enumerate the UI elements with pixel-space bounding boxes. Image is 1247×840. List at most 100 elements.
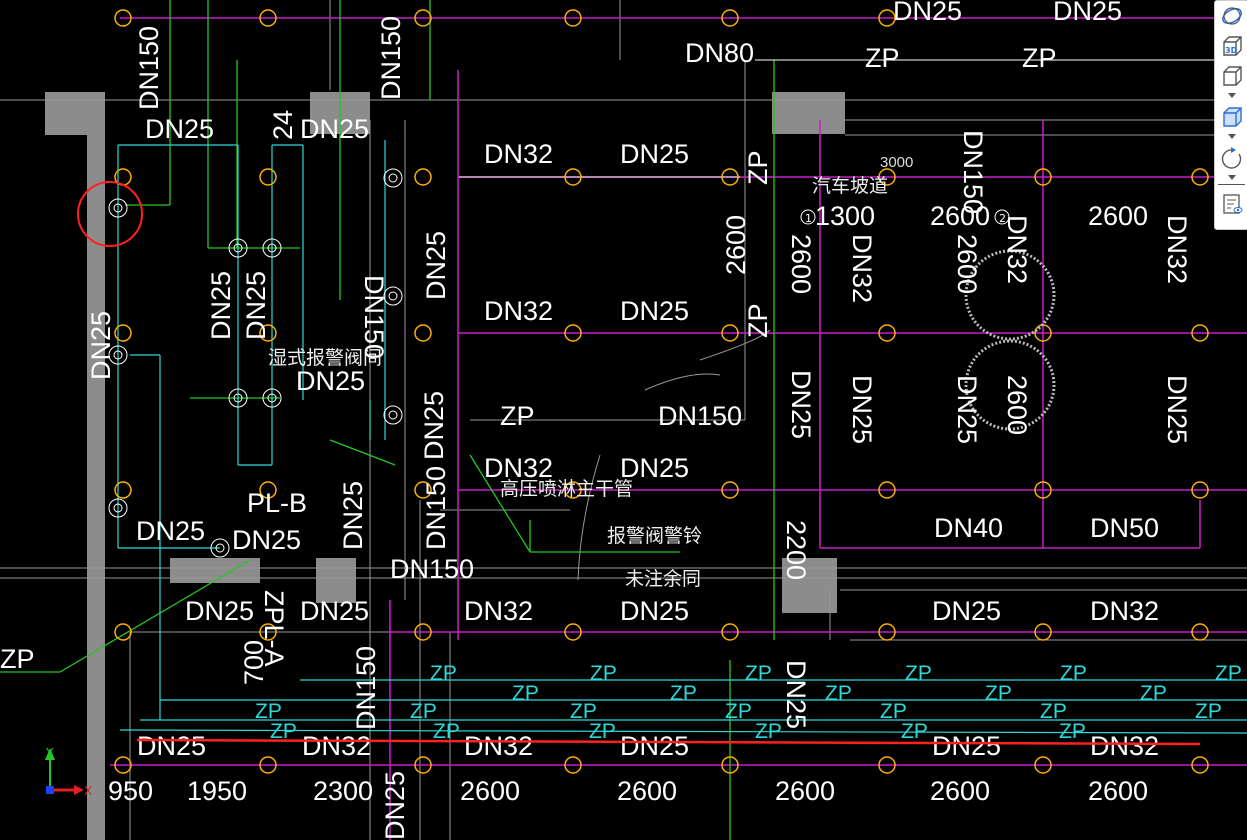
- riser-symbol: [215, 543, 225, 553]
- branch-pipe: [469, 454, 531, 553]
- pipe-tag-label: ZP: [1215, 662, 1242, 685]
- structural-column: [170, 558, 260, 583]
- shaded-cube-icon: [1222, 107, 1242, 127]
- red-revision-circle: [77, 181, 143, 247]
- sprinkler-head: [564, 756, 582, 774]
- pipe-size-label: DN80: [685, 38, 754, 68]
- pipe-tag-label: ZP: [880, 700, 907, 723]
- ucs-icon: Y X: [45, 746, 92, 798]
- sprinkler-head: [1191, 481, 1209, 499]
- dimension-label: 2300: [313, 776, 373, 806]
- dimension-label: 2600: [930, 776, 990, 806]
- sprinkler-head: [1191, 756, 1209, 774]
- 3d-view-button[interactable]: 3D: [1215, 31, 1247, 61]
- door-swing-arc: [644, 373, 721, 391]
- pipe-size-label: DN25: [620, 596, 689, 626]
- riser-symbol: [267, 393, 277, 403]
- sprinkler-head: [414, 324, 432, 342]
- dimension-label: 2600: [1002, 375, 1032, 435]
- riser-symbol: [388, 173, 398, 183]
- sprinkler-head: [564, 168, 582, 186]
- pipe-size-label: DN32: [847, 234, 877, 303]
- orbit-button[interactable]: [1215, 1, 1247, 31]
- dimension-label: 2600: [930, 201, 990, 231]
- sprinkler-head: [721, 9, 739, 27]
- pipe-tag-label: ZP: [500, 401, 535, 431]
- sprinkler-head: [114, 481, 132, 499]
- dimension-label: 2600: [721, 215, 751, 275]
- pipe-tag-label: ZP: [1140, 682, 1167, 705]
- rotate-button[interactable]: [1215, 143, 1247, 173]
- pipe-tag-label: ZP: [0, 644, 35, 674]
- dimension-label: 1950: [187, 776, 247, 806]
- hatched-area: [964, 249, 1056, 341]
- navigation-toolbar: 3D: [1214, 0, 1247, 230]
- pipe-size-label: DN150: [351, 646, 381, 730]
- pipe-size-label: DN32: [302, 731, 371, 761]
- sprinkler-head: [259, 481, 277, 499]
- wireframe-dropdown-arrow[interactable]: [1227, 93, 1236, 98]
- sprinkler-head: [564, 623, 582, 641]
- sprinkler-head: [114, 623, 132, 641]
- dimension-label: 2600: [460, 776, 520, 806]
- structural-column: [772, 92, 845, 134]
- shaded-view-button[interactable]: [1215, 102, 1247, 132]
- structural-column: [782, 558, 837, 613]
- sprinkler-head: [114, 9, 132, 27]
- pipe-size-label: DN150: [658, 401, 742, 431]
- sprinkler-head: [414, 756, 432, 774]
- sprinkler-head: [259, 9, 277, 27]
- pipe-size-label: DN32: [1002, 215, 1032, 284]
- wireframe-cube-icon: [1222, 66, 1242, 86]
- sprinkler-head: [1034, 756, 1052, 774]
- rotate-dropdown-arrow[interactable]: [1227, 175, 1236, 180]
- pipe-tag-label: ZP: [1195, 700, 1222, 723]
- dimension-label: 2200: [781, 520, 811, 580]
- pipe-tag-label: ZP: [825, 682, 852, 705]
- rotate-icon: [1221, 147, 1241, 169]
- pipe-tag-label: ZP: [1059, 720, 1086, 743]
- pipe-size-label: DN25: [296, 366, 365, 396]
- pipe-size-label: DN25: [86, 311, 116, 380]
- pipe-tag-label: ZP: [745, 662, 772, 685]
- ucs-x-label: X: [84, 784, 92, 798]
- pipe-size-label: DN25: [300, 596, 369, 626]
- riser-symbol: [108, 498, 128, 518]
- pipe-size-label: DN40: [934, 513, 1003, 543]
- pipe-tag-label: ZP: [410, 700, 437, 723]
- dimension-label: 2600: [775, 776, 835, 806]
- pipe-tag-label: ZP: [755, 720, 782, 743]
- sprinkler-head: [414, 623, 432, 641]
- pipe-tag-label: ZP: [430, 662, 457, 685]
- riser-symbol: [267, 243, 277, 253]
- sprinkler-head: [1191, 623, 1209, 641]
- dimension-label: 24: [268, 110, 298, 140]
- pipe-size-label: DN25: [380, 771, 410, 840]
- pipe-size-label: DN150: [958, 130, 988, 214]
- riser-symbol: [228, 388, 248, 408]
- pipe-size-label: DN25: [620, 731, 689, 761]
- pipe-size-label: DN25: [847, 375, 877, 444]
- toolbar-separator: [1218, 184, 1245, 185]
- pipe-size-label: DN25: [145, 114, 214, 144]
- riser-symbol: [383, 168, 403, 188]
- wireframe-view-button[interactable]: [1215, 61, 1247, 91]
- riser-symbol: [113, 203, 123, 213]
- view-properties-button[interactable]: [1215, 189, 1247, 219]
- shaded-dropdown-arrow[interactable]: [1227, 134, 1236, 139]
- sprinkler-head: [878, 168, 896, 186]
- sprinkler-head: [1191, 168, 1209, 186]
- sprinkler-head: [878, 481, 896, 499]
- branch-pipe: [329, 439, 396, 466]
- dimension-label: 2600: [1088, 201, 1148, 231]
- pipe-size-label: DN150: [134, 26, 164, 110]
- dimension-label: 2600: [1088, 776, 1148, 806]
- structural-column: [87, 92, 105, 840]
- pipe-size-label: DN32: [1090, 731, 1159, 761]
- pipe-size-label: DN25: [781, 660, 811, 729]
- sprinkler-head: [564, 9, 582, 27]
- pipe-tag-label: ZP: [590, 662, 617, 685]
- sprinkler-head: [564, 481, 582, 499]
